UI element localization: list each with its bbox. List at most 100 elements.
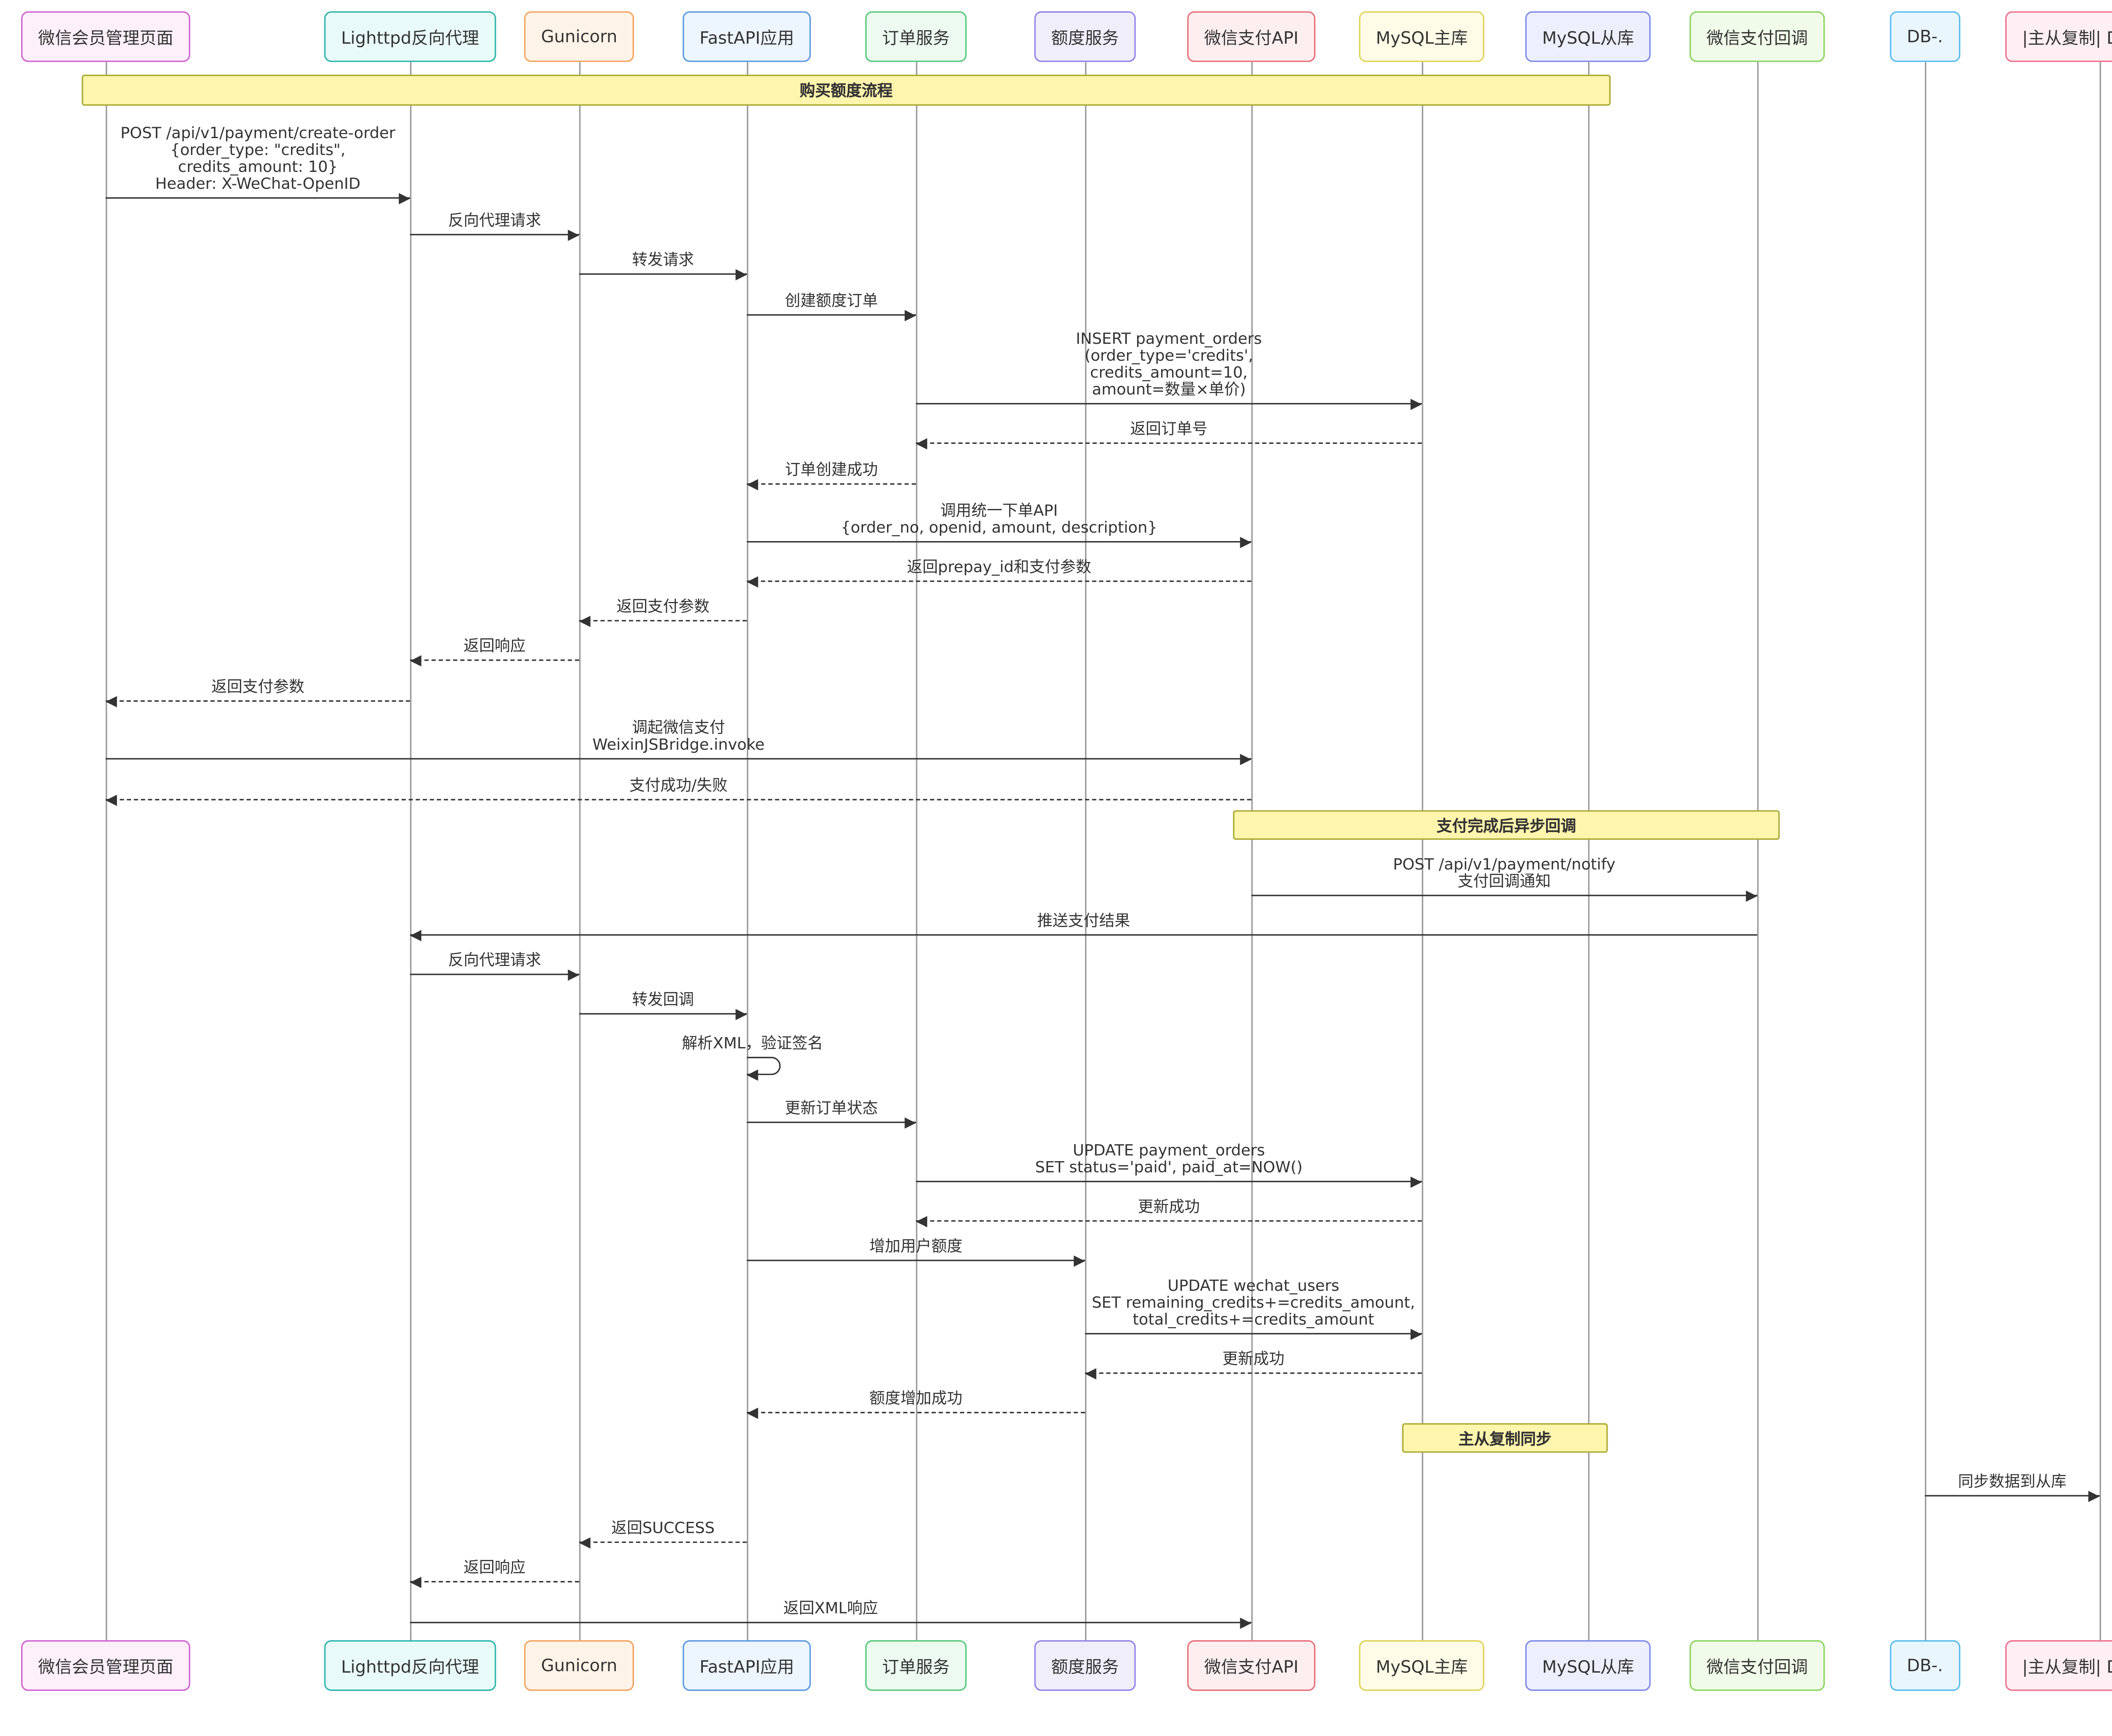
lifeline-wechat-pay-callback	[1757, 62, 1759, 1641]
message-label-8: 返回prepay_id和支付参数	[907, 559, 1091, 576]
participant-bottom-lighttpd-proxy: Lighttpd反向代理	[324, 1640, 496, 1691]
arrowhead-icon	[1240, 753, 1252, 765]
message-line-14	[1251, 895, 1757, 896]
participant-top-wechat-pay-callback: 微信支付回调	[1689, 11, 1825, 62]
arrowhead-icon	[904, 1116, 916, 1128]
arrowhead-icon	[735, 268, 747, 280]
message-line-17	[579, 1013, 747, 1015]
message-label-26: 同步数据到从库	[1958, 1473, 2066, 1491]
message-label-21: 更新成功	[1138, 1198, 1200, 1216]
message-line-2	[579, 273, 747, 275]
message-label-line: 转发回调	[632, 990, 694, 1009]
message-label-line: POST /api/v1/payment/notify	[1393, 855, 1616, 874]
participant-top-mysql-master: MySQL主库	[1359, 11, 1485, 62]
arrowhead-icon	[1410, 398, 1422, 410]
arrowhead-icon	[579, 615, 591, 626]
participant-bottom-wechat-pay-api: 微信支付API	[1187, 1640, 1316, 1691]
message-line-3	[747, 314, 916, 316]
participant-bottom-db: DB-.	[1890, 1640, 1960, 1691]
arrowhead-icon	[106, 794, 117, 805]
lifeline-credits-service	[1085, 62, 1087, 1641]
participant-top-wechat-member-page: 微信会员管理页面	[21, 11, 191, 62]
message-label-line: 订单创建成功	[785, 460, 878, 479]
arrowhead-icon	[747, 575, 758, 587]
message-label-line: 反向代理请求	[448, 951, 542, 970]
message-line-0	[106, 197, 410, 199]
participant-bottom-fastapi-app: FastAPI应用	[683, 1640, 811, 1691]
message-label-line: WeixinJSBridge.invoke	[592, 735, 765, 754]
message-line-29	[410, 1622, 1252, 1624]
lifeline-order-service	[916, 62, 917, 1641]
message-label-line: {order_no, openid, amount, description}	[841, 518, 1157, 537]
arrowhead-icon	[916, 1215, 928, 1227]
message-line-12	[106, 758, 1252, 760]
lifeline-mysql-slave	[1588, 62, 1590, 1641]
participant-top-order-service: 订单服务	[865, 11, 967, 62]
arrowhead-icon	[747, 478, 758, 490]
message-label-line: Header: X-WeChat-OpenID	[155, 174, 361, 193]
message-label-line: SET remaining_credits+=credits_amount,	[1091, 1293, 1415, 1312]
message-label-1: 反向代理请求	[448, 211, 542, 230]
arrowhead-icon	[735, 1008, 747, 1020]
message-label-7: 调用统一下单API{order_no, openid, amount, desc…	[841, 502, 1157, 537]
message-label-line: POST /api/v1/payment/create-order	[120, 124, 395, 142]
message-line-20	[916, 1181, 1422, 1182]
message-line-26	[1924, 1495, 2100, 1497]
arrowhead-icon	[1240, 536, 1252, 548]
message-label-27: 返回SUCCESS	[611, 1519, 715, 1537]
message-line-6	[747, 483, 916, 485]
participant-top-db-slave: |主从复制| DBSlave	[2005, 11, 2112, 62]
arrowhead-icon	[568, 229, 580, 240]
message-label-5: 返回订单号	[1130, 421, 1207, 438]
message-label-line: 返回订单号	[1130, 420, 1208, 438]
message-label-line: total_credits+=credits_amount	[1132, 1310, 1374, 1329]
message-label-line: 更新订单状态	[785, 1099, 878, 1118]
participant-top-gunicorn: Gunicorn	[524, 11, 634, 62]
message-label-15: 推送支付结果	[1037, 912, 1130, 930]
message-line-27	[579, 1541, 747, 1543]
message-line-8	[747, 580, 1252, 582]
message-label-2: 转发请求	[632, 251, 694, 269]
message-line-1	[410, 234, 580, 236]
message-line-10	[410, 659, 580, 661]
message-label-line: 返回SUCCESS	[611, 1519, 715, 1537]
message-label-line: 支付回调通知	[1458, 872, 1551, 891]
message-line-25	[747, 1412, 1085, 1414]
message-line-7	[747, 541, 1252, 543]
lifeline-mysql-master	[1422, 62, 1423, 1641]
message-label-line: 解析XML，验证签名	[682, 1034, 823, 1053]
message-label-line: 额度增加成功	[869, 1389, 963, 1408]
participant-bottom-credits-service: 额度服务	[1034, 1640, 1136, 1691]
lifeline-db	[1924, 62, 1927, 1641]
participant-bottom-mysql-master: MySQL主库	[1359, 1640, 1485, 1691]
lifeline-gunicorn	[579, 62, 581, 1641]
participant-top-mysql-slave: MySQL从库	[1525, 11, 1651, 62]
message-line-13	[106, 799, 1252, 800]
arrowhead-icon	[747, 1407, 758, 1418]
participant-top-db: DB-.	[1890, 11, 1960, 62]
arrowhead-icon	[1074, 1254, 1085, 1266]
message-label-13: 支付成功/失败	[629, 777, 728, 795]
message-label-line: 增加用户额度	[869, 1237, 963, 1256]
message-label-22: 增加用户额度	[869, 1238, 962, 1255]
message-line-22	[747, 1260, 1085, 1261]
message-label-line: 返回prepay_id和支付参数	[907, 558, 1091, 577]
message-line-5	[916, 442, 1422, 444]
message-label-line: 返回响应	[463, 1558, 526, 1577]
message-label-6: 订单创建成功	[785, 462, 878, 479]
message-label-9: 返回支付参数	[617, 598, 710, 616]
message-label-line: amount=数量×单价)	[1092, 380, 1246, 399]
message-label-29: 返回XML响应	[784, 1600, 878, 1618]
participant-top-fastapi-app: FastAPI应用	[683, 11, 811, 62]
message-label-line: 反向代理请求	[448, 211, 542, 230]
participant-bottom-mysql-slave: MySQL从库	[1525, 1640, 1651, 1691]
arrowhead-icon	[579, 1536, 591, 1548]
arrowhead-icon	[106, 695, 117, 707]
arrowhead-icon	[399, 192, 410, 204]
message-line-28	[410, 1581, 580, 1583]
